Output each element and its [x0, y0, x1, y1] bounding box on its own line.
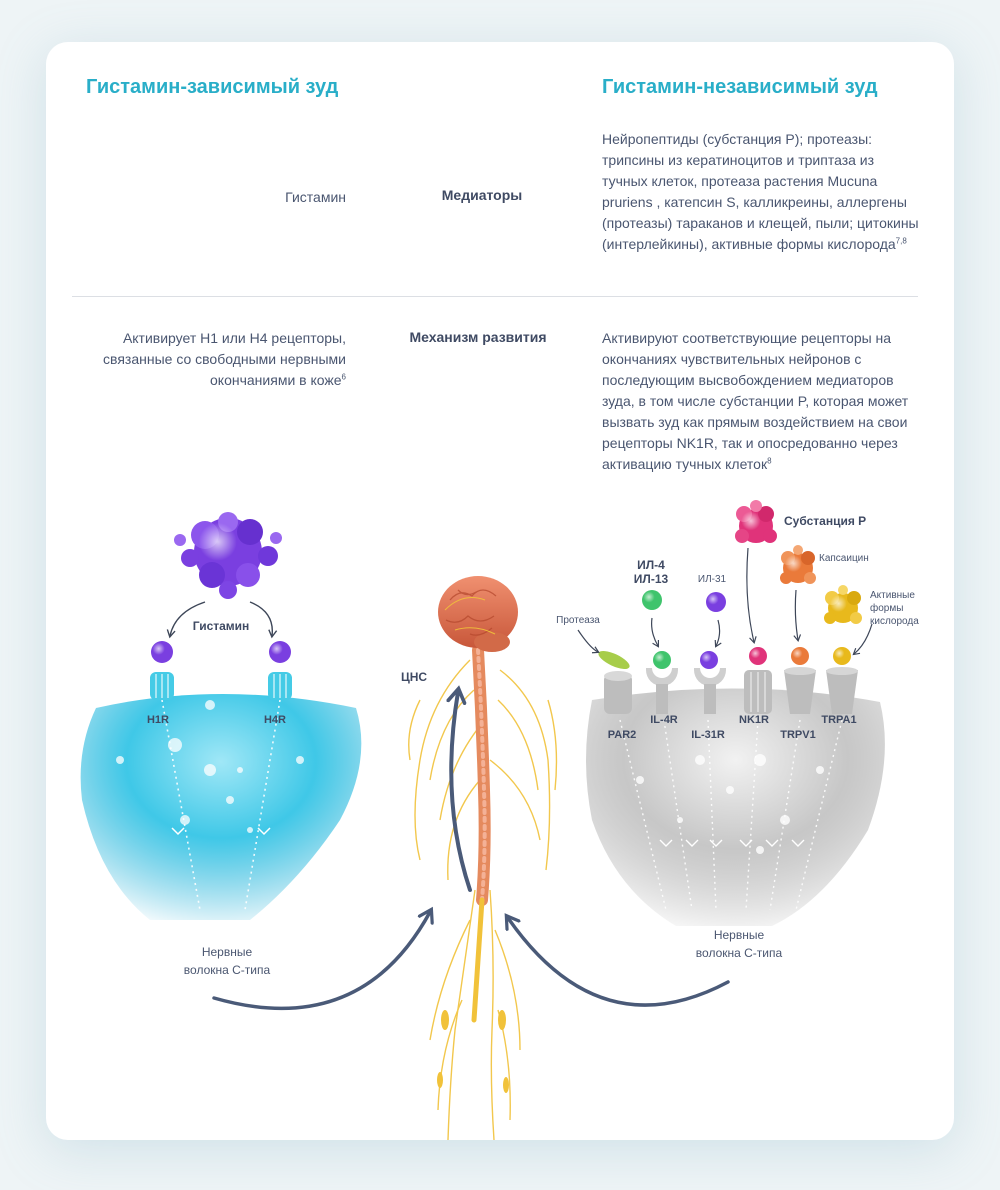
substance-p-ligand-icon	[749, 647, 767, 665]
mechanism-right-text: Активируют соответствующие рецепторы на …	[602, 330, 909, 472]
mechanism-label: Механизм развития	[409, 329, 547, 345]
substance-p-label: Субстанция P	[784, 514, 866, 528]
left-nerve-label-line1: Нервные	[202, 945, 253, 959]
par2-label: PAR2	[608, 729, 637, 741]
histamine-ball-icon	[151, 641, 173, 663]
h1r-receptor-icon	[150, 672, 174, 700]
h4r-label: H4R	[264, 714, 286, 726]
capsaicin-label: Капсаицин	[819, 553, 869, 564]
trpv1-receptor-icon	[784, 667, 816, 714]
ros-cluster-icon	[824, 585, 862, 624]
h1r-label: H1R	[147, 714, 169, 726]
ros-label-line2: формы	[870, 602, 903, 614]
trpv1-label: TRPV1	[780, 729, 815, 741]
right-heading: Гистамин-независимый зуд	[602, 76, 878, 98]
il4r-label: IL-4R	[650, 714, 678, 726]
left-skin-tissue	[80, 694, 362, 920]
mediators-label: Медиаторы	[441, 187, 523, 203]
ros-label-line1: Активные	[870, 590, 915, 601]
mediators-left-text: Гистамин	[285, 189, 346, 205]
right-nerve-label-line1: Нервные	[714, 928, 765, 942]
il31r-label: IL-31R	[691, 729, 725, 741]
trpa1-label: TRPA1	[821, 714, 856, 726]
cns-ascending-arrow	[451, 692, 472, 892]
nervous-system-figure	[408, 576, 558, 1141]
left-to-cns-arrow	[212, 912, 430, 1011]
il13-label: ИЛ-13	[634, 572, 669, 586]
h4r-receptor-icon	[268, 672, 292, 700]
il31-ligand-icon	[700, 651, 718, 669]
protease-ligand-icon	[598, 650, 630, 670]
cns-label: ЦНС	[401, 670, 427, 684]
il4-label: ИЛ-4	[637, 558, 665, 572]
nk1r-receptor-icon	[744, 670, 772, 714]
capsaicin-ligand-icon	[791, 647, 809, 665]
mechanism-left-text: Активирует H1 или H4 рецепторы, связанны…	[103, 330, 346, 388]
mechanism-right-footnote: 8	[767, 456, 772, 466]
il4-free-ball-icon	[642, 590, 662, 610]
capsaicin-cluster-icon	[780, 545, 816, 584]
nk1r-label: NK1R	[739, 714, 769, 726]
left-heading: Гистамин-зависимый зуд	[86, 76, 339, 98]
histamine-label: Гистамин	[193, 619, 250, 633]
il31r-receptor-icon	[694, 668, 726, 714]
mechanism-left-footnote: 6	[341, 372, 346, 382]
left-nerve-label-line2: волокна С-типа	[184, 963, 271, 977]
histamine-cluster-icon	[174, 512, 282, 599]
substance-p-cluster-icon	[735, 500, 777, 543]
ros-ligand-icon	[833, 647, 851, 665]
histamine-ball-icon	[269, 641, 291, 663]
mediators-right-footnote: 7,8	[895, 236, 907, 246]
par2-receptor-icon	[604, 671, 632, 714]
il31-label: ИЛ-31	[698, 574, 727, 585]
il4r-receptor-icon	[646, 668, 678, 714]
right-skin-tissue	[586, 688, 885, 926]
mediators-right-text: Нейропептиды (субстанция P); протеазы: т…	[602, 131, 919, 252]
il4-ligand-icon	[653, 651, 671, 669]
ros-label-line3: кислорода	[870, 616, 919, 627]
right-nerve-label-line2: волокна С-типа	[696, 946, 783, 960]
brain-icon	[438, 576, 518, 652]
il31-free-ball-icon	[706, 592, 726, 612]
trpa1-receptor-icon	[826, 667, 858, 714]
row-divider	[72, 296, 918, 297]
protease-label: Протеаза	[556, 615, 600, 626]
right-to-cns-arrow	[508, 918, 730, 1007]
